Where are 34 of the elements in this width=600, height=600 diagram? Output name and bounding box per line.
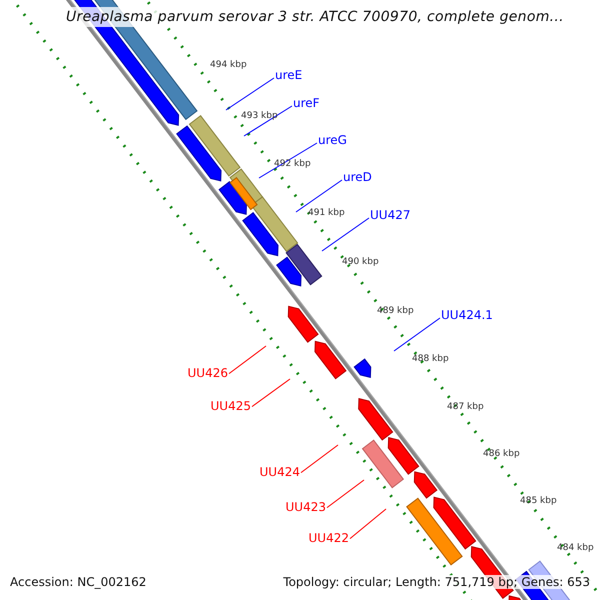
- gene-label: UU422: [308, 532, 349, 544]
- leader-line: [296, 180, 342, 212]
- scale-label: 491 kbp: [308, 209, 345, 218]
- gene-label: ureE: [275, 69, 302, 81]
- leader-line: [226, 78, 274, 110]
- scale-label: 494 kbp: [210, 61, 247, 70]
- leader-line: [244, 106, 292, 136]
- gene-label: UU425: [210, 400, 251, 412]
- leader-line: [326, 480, 364, 508]
- gene-label: UU424.1: [441, 309, 493, 321]
- leader-line: [394, 318, 440, 352]
- scale-label: 488 kbp: [412, 355, 449, 364]
- leader-line: [252, 378, 290, 408]
- gene-label: UU423: [286, 501, 326, 513]
- scale-label: 489 kbp: [377, 307, 414, 316]
- scale-label: 484 kbp: [557, 544, 594, 553]
- scale-label: 493 kbp: [241, 112, 278, 121]
- scale-label: 485 kbp: [520, 497, 557, 506]
- leader-line: [350, 508, 386, 540]
- gene-label: UU424: [260, 466, 300, 478]
- leader-line: [322, 218, 370, 252]
- leader-line: [228, 346, 266, 374]
- gene-label: UU426: [188, 367, 228, 379]
- leader-line: [300, 444, 338, 474]
- accession-text: Accession: NC_002162: [8, 575, 148, 589]
- gene-label: ureF: [293, 97, 320, 109]
- gene-label: ureD: [343, 171, 372, 183]
- summary-text: Topology: circular; Length: 751,719 bp; Genes: 653: [281, 575, 592, 589]
- scale-label: 486 kbp: [483, 450, 520, 459]
- scale-label: 487 kbp: [447, 403, 484, 412]
- gene-label: ureG: [318, 134, 347, 146]
- scale-label: 490 kbp: [342, 258, 379, 267]
- gene-label: UU427: [370, 209, 410, 221]
- leader-line: [258, 142, 318, 178]
